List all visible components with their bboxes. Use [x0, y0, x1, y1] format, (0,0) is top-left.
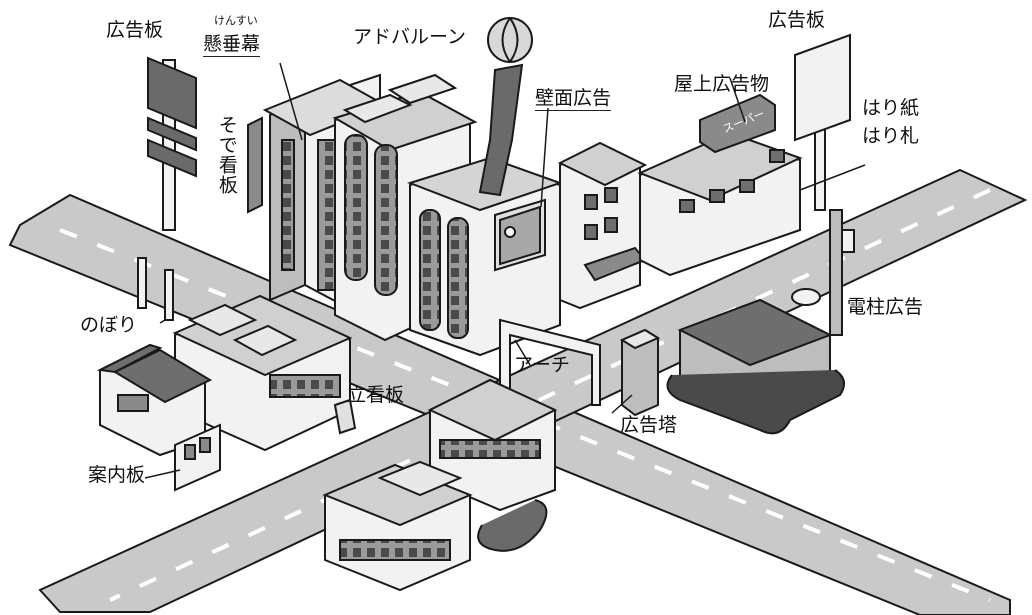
- right-buildings: [557, 93, 803, 310]
- rooftop-sign-box: [699, 93, 776, 154]
- label-posters-line1: はり紙: [862, 97, 920, 119]
- leader-lines: [144, 62, 866, 479]
- low-building-right: [666, 298, 845, 435]
- label-utility-pole-ad: 電柱広告: [847, 296, 924, 318]
- label-ad-balloon: アドバルーン: [353, 26, 467, 48]
- label-guide-board: 案内板: [88, 464, 146, 486]
- label-ad-tower: 広告塔: [620, 414, 678, 436]
- label-projecting-sign: そで看板: [215, 115, 238, 195]
- label-rooftop-sign: 屋上広告物: [674, 73, 770, 95]
- label-arch: アーチ: [514, 354, 570, 376]
- label-standing-sign: 立看板: [347, 384, 405, 406]
- label-billboard-left: 広告板: [106, 19, 164, 41]
- ad-tower: [619, 328, 661, 417]
- label-hanging-banner: 懸垂幕: [203, 33, 261, 57]
- standing-sign: [333, 398, 357, 435]
- nobori-flags: [137, 257, 174, 321]
- road-northeast-southwest: [38, 168, 1028, 613]
- billboard-left: [147, 56, 197, 231]
- projecting-sign: [247, 116, 263, 214]
- ad-balloon: [478, 17, 533, 197]
- label-hanging-banner-ruby: けんすい: [214, 14, 258, 27]
- high-rise-buildings: [262, 73, 564, 357]
- bottom-buildings: [322, 378, 558, 592]
- utility-pole: [791, 209, 855, 336]
- label-billboard-right: 広告板: [768, 9, 826, 31]
- billboard-right: [794, 33, 851, 211]
- label-wall-ad: 壁面広告: [535, 87, 612, 111]
- road-dashes: [59, 188, 991, 602]
- label-nobori-flags: のぼり: [80, 314, 138, 336]
- label-posters-line2: はり札: [862, 125, 920, 147]
- left-front-buildings: [96, 257, 357, 492]
